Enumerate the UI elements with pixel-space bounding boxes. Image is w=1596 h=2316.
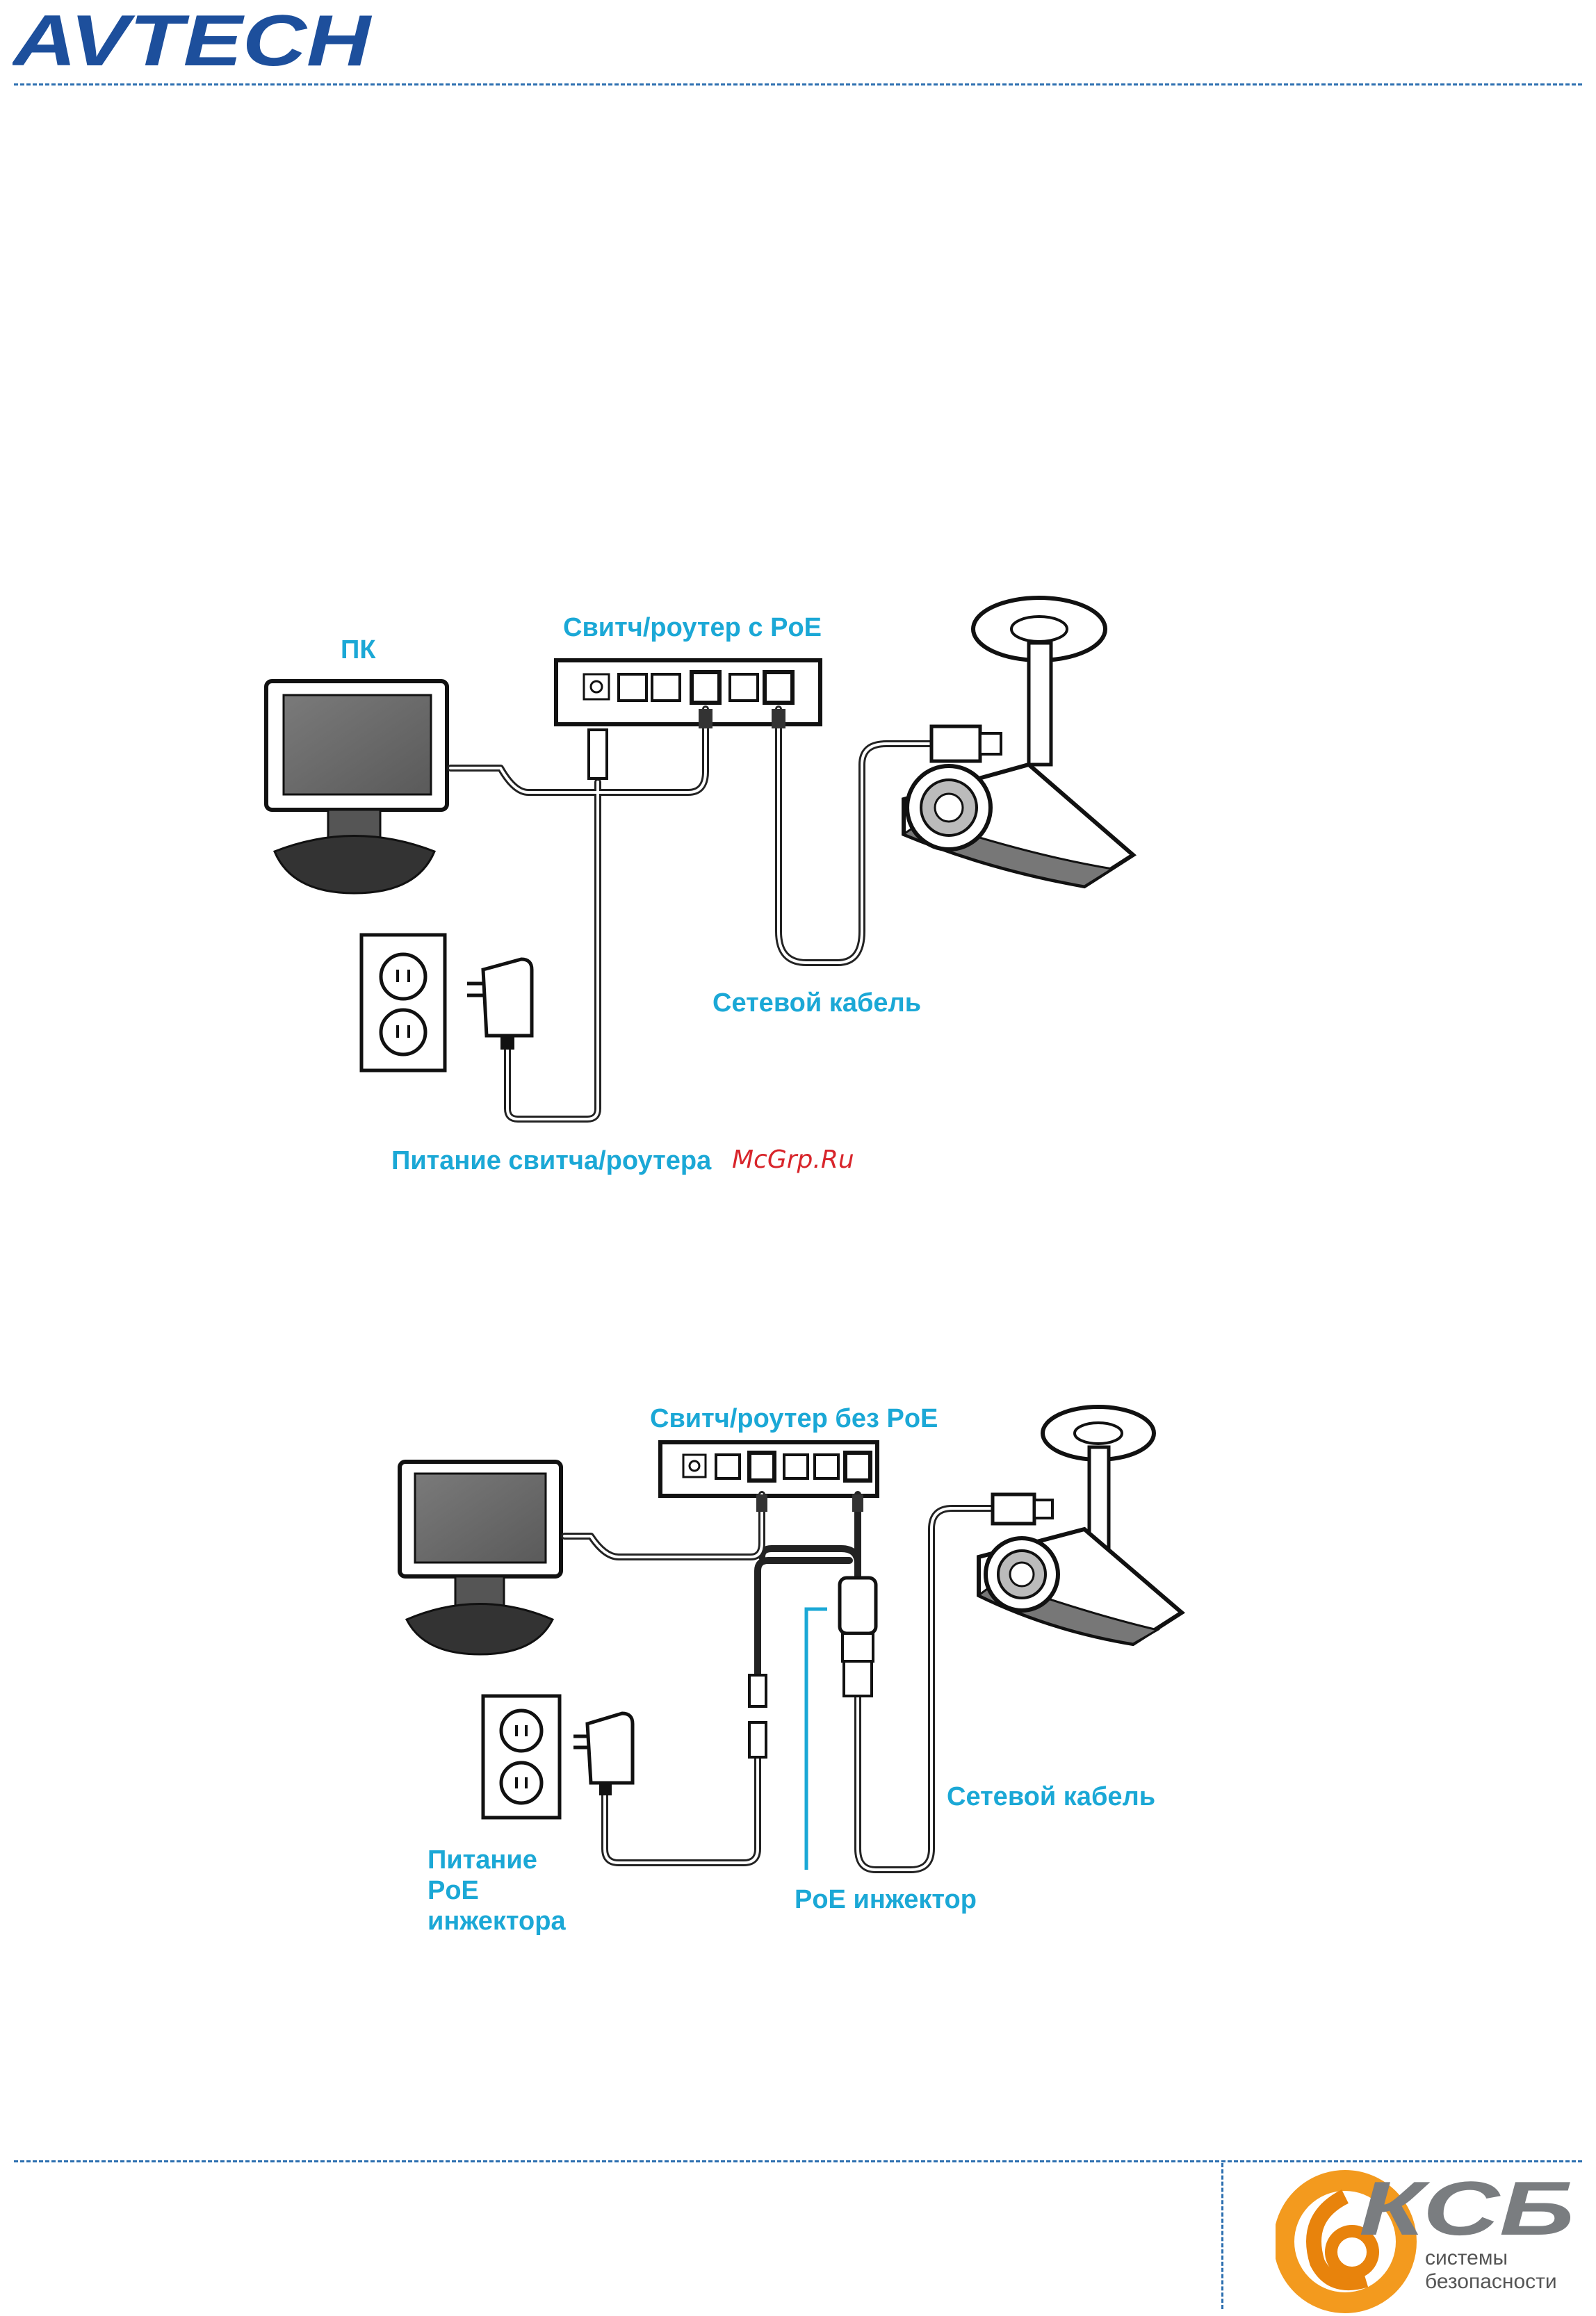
injector-power-label-line3: инжектора [427, 1907, 566, 1936]
poe-switch-label: Свитч/роутер с PoE [563, 613, 822, 642]
injector-pointer [806, 1609, 827, 1870]
ksb-logo: КСБ системы безопасности [1276, 2169, 1581, 2315]
footer-divider [14, 2160, 1582, 2162]
ksb-logo-text: КСБ [1359, 2169, 1574, 2251]
ksb-sub-line2: безопасности [1425, 2270, 1557, 2293]
network-cables [564, 1494, 991, 1870]
diagram-with-poe-switch: ПК Свитч/роутер с PoE Сетевой кабель Пит… [266, 598, 1133, 1175]
monitor-icon [266, 681, 447, 893]
watermark: McGrp.Ru [732, 1145, 854, 1174]
adapter-icon [573, 1713, 633, 1795]
network-cable-label: Сетевой кабель [712, 988, 921, 1018]
camera-icon [979, 1407, 1182, 1644]
diagram-with-poe-injector: Свитч/роутер без PoE Сетевой кабель PoE … [400, 1404, 1182, 1936]
monitor-icon [400, 1462, 561, 1654]
poe-injector-label: PoE инжектор [795, 1885, 977, 1914]
footer-vertical-divider [1221, 2163, 1223, 2309]
pc-label: ПК [341, 635, 376, 664]
network-cables [450, 709, 931, 1119]
network-cable-label-2: Сетевой кабель [947, 1782, 1155, 1811]
injector-power-label-line1: Питание [427, 1845, 537, 1875]
outlet-icon [483, 1696, 560, 1818]
camera-icon [904, 598, 1133, 886]
injector-icon [840, 1578, 876, 1696]
outlet-icon [361, 935, 445, 1070]
switch-power-label: Питание свитча/роутера [391, 1146, 712, 1175]
non-poe-switch-label: Свитч/роутер без PoE [650, 1404, 938, 1433]
adapter-icon [467, 959, 532, 1050]
ksb-sub-line1: системы [1425, 2246, 1508, 2269]
injector-power-label-line2: PoE [427, 1876, 479, 1905]
switch-icon [660, 1442, 877, 1496]
